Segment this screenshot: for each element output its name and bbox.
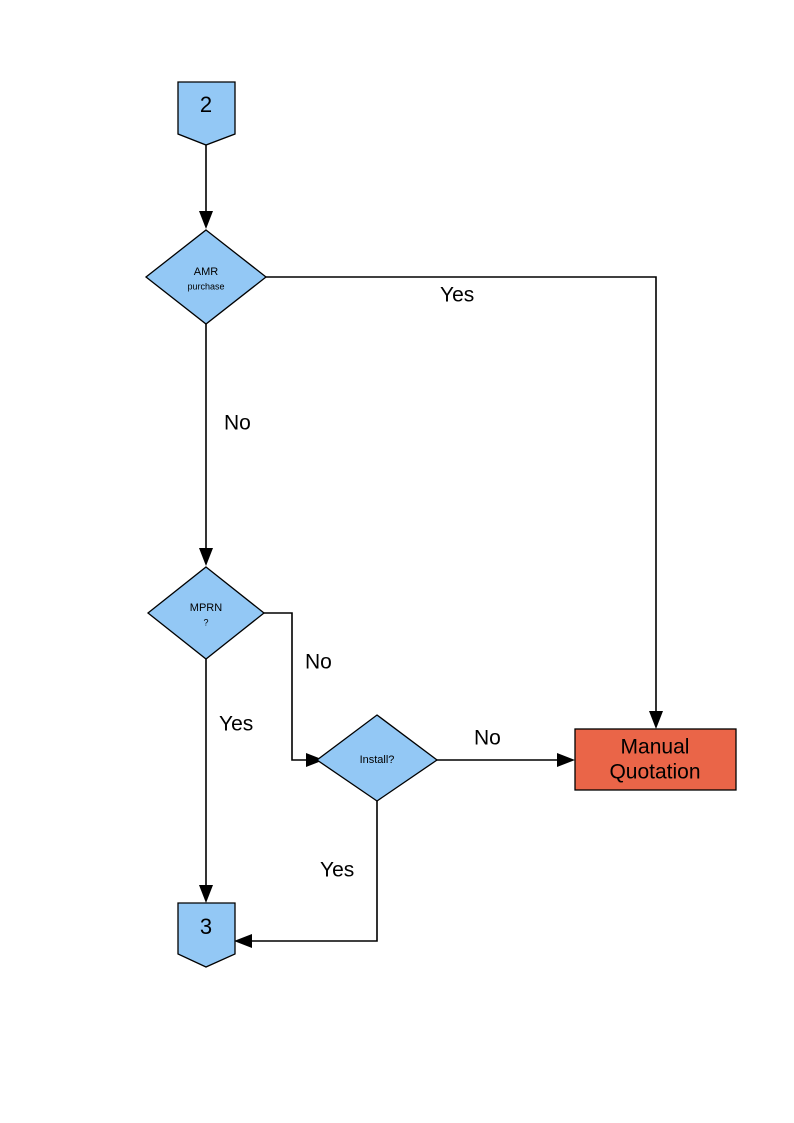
node-mprn[interactable]: MPRN ? [146,566,266,660]
node-amr-purchase-label-line2: purchase [187,281,224,291]
node-install[interactable]: Install? [315,714,439,802]
diamond-shape [144,229,268,325]
edge-label-install-yes: Yes [320,859,354,882]
edge-line [248,800,378,942]
edge-line [264,612,310,761]
node-manual-quotation-label-line1: Manual [621,736,690,759]
node-connector-3[interactable]: 3 [177,902,236,968]
edge-connector2-to-amr [199,145,213,229]
edge-label-install-no: No [474,727,501,750]
shield-shape [177,81,236,146]
node-connector-3-label: 3 [200,914,212,939]
edge-install-no-to-manual-quotation [430,753,575,767]
edge-label-mprn-no: No [305,651,332,674]
node-connector-2[interactable]: 2 [177,81,236,146]
node-manual-quotation[interactable]: Manual Quotation [574,728,737,791]
arrow-head-icon [234,934,252,948]
arrow-head-icon [199,211,213,229]
process-box-shape [574,728,737,791]
edge-mprn-no-to-install [264,612,324,767]
node-amr-purchase-label-line1: AMR [194,266,219,278]
arrow-head-icon [199,885,213,903]
diamond-shape [315,714,439,802]
arrow-head-icon [557,753,575,767]
edge-install-yes-to-connector3 [234,800,378,948]
edge-amr-no-to-mprn [199,322,213,566]
node-amr-purchase[interactable]: AMR purchase [144,229,268,325]
edge-label-mprn-yes: Yes [219,713,253,736]
shield-shape [177,902,236,968]
node-install-label: Install? [360,754,395,766]
node-manual-quotation-label-line2: Quotation [609,761,700,784]
arrow-head-icon [199,548,213,566]
edge-mprn-yes-to-connector3 [199,658,213,903]
arrow-head-icon [649,711,663,729]
edge-label-amr-yes: Yes [440,284,474,307]
node-mprn-label-line1: MPRN [190,602,222,614]
node-mprn-label-line2: ? [203,617,208,627]
edge-amr-yes-to-manual-quotation [266,276,663,729]
arrow-head-icon [306,753,324,767]
edge-label-amr-no: No [224,412,251,435]
edge-line [266,276,657,715]
node-connector-2-label: 2 [200,92,212,117]
diamond-shape [146,566,266,660]
